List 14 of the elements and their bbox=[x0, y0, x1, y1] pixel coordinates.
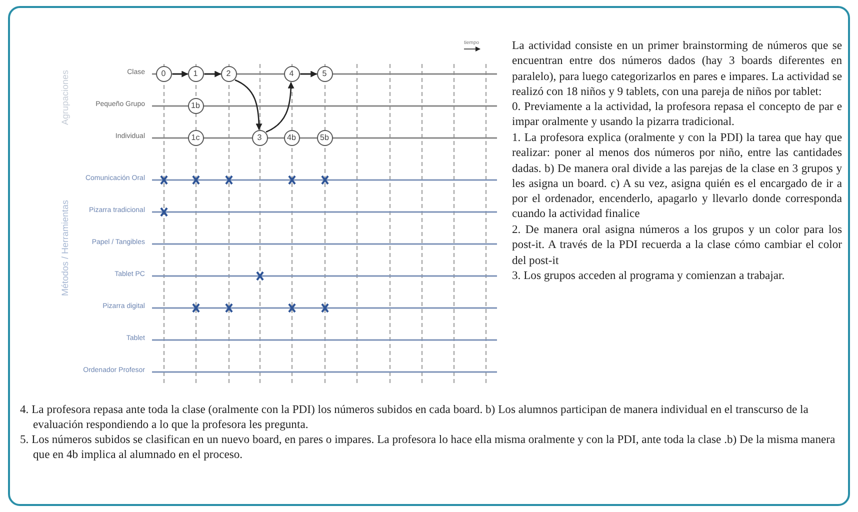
arrow bbox=[172, 70, 188, 78]
paragraph: 5. Los números subidos se clasifican en un nuevo board, en pares o impares. La profesora lo hace ella misma oralmente y con la PDI, ante toda la clase .b) De la misma manera que en 4b implica al alumnado en el proceso. bbox=[20, 432, 836, 462]
arrow bbox=[266, 82, 294, 133]
arrow bbox=[204, 70, 222, 78]
axis-label: Agrupaciones bbox=[60, 70, 70, 126]
paragraph: 4. La profesora repasa ante toda la clase (oralmente con la PDI) los números subidos en cada board. b) Los alumnos participan de manera individual en el transcurso de la evaluación respondiendo a lo que la profesora les pregunta. bbox=[20, 402, 810, 432]
paragraph: 2. De manera oral asigna números a los grupos y un color para los post-it. A través de la PDI recuerda a la clase cómo cambiar el color del post-it bbox=[512, 222, 842, 268]
paragraph: La actividad consiste en un primer brainstorming de números que se encuentran entre dos números dados (hay 3 boards diferentes en paralelo), para luego categorizarlos en pares e impares. La actividad se realizó con 18 niños y 9 tablets, con una pareja de niños por tablet: bbox=[512, 38, 842, 100]
axis-label: Métodos / Herramientas bbox=[60, 200, 70, 296]
paragraph: 0. Previamente a la actividad, la profesora repasa el concepto de par e impar oralmente y usando la pizarra tradicional. bbox=[512, 99, 842, 130]
arrow bbox=[234, 79, 262, 130]
paragraph: 3. Los grupos acceden al programa y comienzan a trabajar. bbox=[512, 268, 786, 284]
paragraph: 1. La profesora explica (oralmente y con la PDI) la tarea que hay que realizar: poner al menos dos números por niño, entre las cantidades dadas. b) De manera oral divide a las parejas de la clase en 3 grupos y les asigna un board. c) A su vez, asigna quién es el encargado de ir a por el ordenador, encenderlo, apagarlo y llevarlo donde corresponda cuando la actividad finalice bbox=[512, 130, 842, 222]
arrow bbox=[300, 70, 318, 78]
